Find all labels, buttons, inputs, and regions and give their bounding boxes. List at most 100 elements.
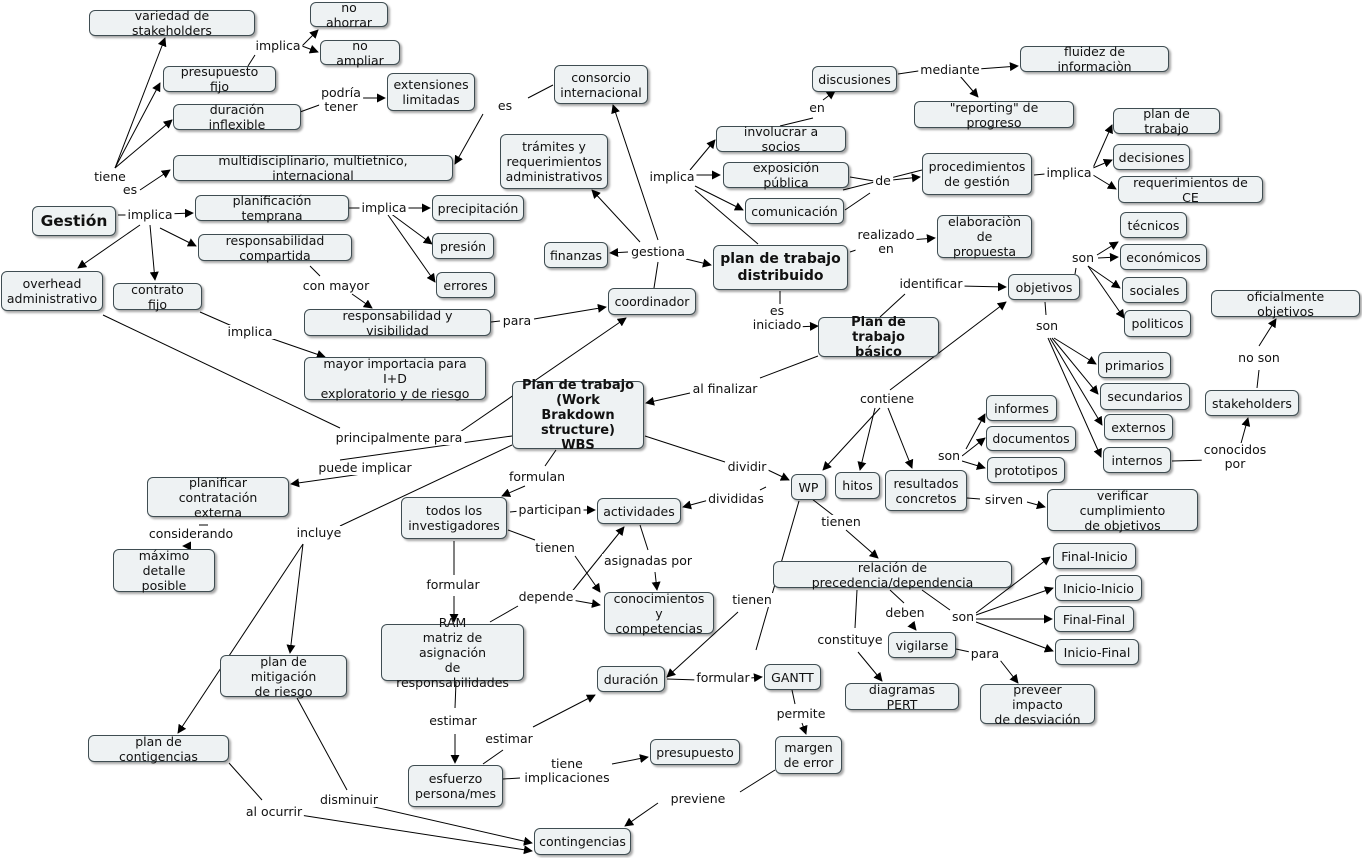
node-tramites[interactable]: trámites y requerimientos administrativo… bbox=[500, 134, 608, 189]
node-multidisciplinario[interactable]: multidisciplinario, multietnico, interna… bbox=[173, 153, 453, 183]
node-consorcio-internacional[interactable]: consorcio internacional bbox=[554, 65, 648, 104]
node-objetivos[interactable]: objetivos bbox=[1008, 274, 1080, 300]
connector-arrow bbox=[799, 722, 808, 735]
node-variedad-stakeholders[interactable]: variedad de stakeholders bbox=[89, 8, 255, 38]
node-elaboracion-propuesta[interactable]: elaboraciòn de propuesta bbox=[937, 214, 1032, 259]
connector-line bbox=[879, 293, 906, 318]
node-requerimientos-ce[interactable]: requerimientos de CE bbox=[1118, 175, 1263, 205]
node-secundarios[interactable]: secundarios bbox=[1100, 383, 1190, 410]
connector-line bbox=[102, 314, 341, 429]
node-presupuesto[interactable]: presupuesto bbox=[650, 739, 740, 765]
connector-arrow bbox=[1092, 158, 1113, 169]
node-relacion-precedencia[interactable]: relación de precedencia/dependencia bbox=[773, 560, 1012, 590]
node-comunicacion[interactable]: comunicación bbox=[745, 198, 844, 224]
node-final-inicio[interactable]: Final-Inicio bbox=[1053, 543, 1136, 569]
connector-arrow bbox=[177, 543, 304, 734]
node-presion[interactable]: presión bbox=[432, 233, 494, 259]
node-errores[interactable]: errores bbox=[436, 272, 495, 298]
node-inicio-inicio[interactable]: Inicio-Inicio bbox=[1055, 575, 1142, 601]
node-internos[interactable]: internos bbox=[1103, 447, 1171, 473]
connector-arrow bbox=[351, 293, 373, 309]
node-no-ampliar[interactable]: no ampliar bbox=[320, 38, 400, 68]
connector-line bbox=[1044, 301, 1047, 316]
node-procedimientos-gestion[interactable]: procedimientos de gestión bbox=[922, 153, 1032, 195]
connector-arrow bbox=[822, 407, 881, 471]
node-prototipos[interactable]: prototipos bbox=[987, 457, 1065, 483]
connector-arrow bbox=[975, 586, 1054, 616]
node-fluidez-informacion[interactable]: fluidez de informaciòn bbox=[1020, 44, 1169, 74]
node-contrato-fijo[interactable]: contrato fijo bbox=[113, 282, 202, 312]
node-mayor-importancia[interactable]: mayor importacia para I+D exploratorio y… bbox=[304, 356, 486, 401]
node-ram[interactable]: RAM matriz de asignación de responsabili… bbox=[381, 615, 524, 690]
node-margen-error[interactable]: margen de error bbox=[775, 736, 842, 774]
connector-arrow bbox=[114, 37, 167, 169]
connector-arrow bbox=[389, 212, 433, 245]
node-conocimientos-competencias[interactable]: conocimientos y competencias bbox=[604, 591, 714, 636]
label-para: para bbox=[500, 313, 534, 328]
node-presupuesto-fijo[interactable]: presupuesto fijo bbox=[163, 64, 276, 94]
node-extensiones-limitadas[interactable]: extensiones limitadas bbox=[387, 73, 475, 111]
label-depende: depende bbox=[516, 589, 576, 604]
node-economicos[interactable]: económicos bbox=[1120, 244, 1207, 270]
node-plan-trabajo-basico[interactable]: Plan de trabajo básico bbox=[818, 315, 939, 360]
node-involucrar-socios[interactable]: involucrar a socios bbox=[716, 124, 846, 154]
node-externos[interactable]: externos bbox=[1104, 414, 1173, 440]
node-responsabilidad-compartida[interactable]: responsabilidad compartida bbox=[198, 233, 352, 263]
connector-line bbox=[1256, 369, 1260, 389]
connector-line bbox=[507, 529, 536, 541]
node-esfuerzo-persona-mes[interactable]: esfuerzo persona/mes bbox=[408, 765, 503, 807]
node-coordinador[interactable]: coordinador bbox=[608, 288, 696, 315]
connector-arrow bbox=[569, 526, 625, 595]
node-stakeholders[interactable]: stakeholders bbox=[1205, 390, 1299, 416]
node-final-final[interactable]: Final-Final bbox=[1054, 606, 1134, 632]
node-planificar-contratacion[interactable]: planificar contratación externa bbox=[147, 475, 289, 520]
node-diagramas-pert[interactable]: diagramas PERT bbox=[845, 682, 959, 712]
node-contingencias[interactable]: contingencias bbox=[534, 828, 631, 855]
node-hitos[interactable]: hitos bbox=[835, 472, 880, 499]
node-gestion[interactable]: Gestión bbox=[32, 206, 116, 236]
node-verificar-cumplimiento[interactable]: verificar cumplimiento de objetivos bbox=[1047, 488, 1198, 533]
node-sociales[interactable]: sociales bbox=[1122, 277, 1187, 303]
connector-arrow bbox=[959, 282, 1007, 292]
node-exposicion-publica[interactable]: exposición pública bbox=[723, 160, 849, 190]
node-documentos[interactable]: documentos bbox=[986, 426, 1076, 451]
node-maximo-detalle[interactable]: máximo detalle posible bbox=[113, 548, 215, 593]
node-oficialmente-objetivos[interactable]: oficialmente objetivos bbox=[1211, 289, 1360, 319]
node-primarios[interactable]: primarios bbox=[1098, 352, 1171, 378]
node-discusiones[interactable]: discusiones bbox=[812, 66, 897, 92]
node-duracion[interactable]: duración bbox=[597, 666, 665, 692]
node-planificacion-temprana[interactable]: planificación temprana bbox=[195, 193, 349, 223]
node-responsabilidad-visibilidad[interactable]: responsabilidad y visibilidad bbox=[304, 308, 491, 338]
node-finanzas[interactable]: finanzas bbox=[544, 242, 608, 268]
node-preveer-impacto[interactable]: preveer impacto de desviación bbox=[980, 682, 1095, 727]
node-resultados-concretos[interactable]: resultados concretos bbox=[885, 470, 967, 511]
node-tecnicos[interactable]: técnicos bbox=[1120, 212, 1187, 238]
node-duracion-inflexible[interactable]: duración inflexible bbox=[173, 102, 301, 132]
node-wp[interactable]: WP bbox=[791, 474, 826, 500]
node-precipitacion[interactable]: precipitación bbox=[432, 195, 524, 221]
node-plan-de-trabajo[interactable]: plan de trabajo bbox=[1113, 106, 1220, 136]
node-plan-contingencias[interactable]: plan de contigencias bbox=[88, 734, 229, 764]
connector-arrow bbox=[977, 62, 1019, 72]
connector-line bbox=[339, 444, 513, 527]
node-actividades[interactable]: actividades bbox=[597, 498, 681, 524]
node-plan-trabajo-distribuido[interactable]: plan de trabajo distribuido bbox=[713, 245, 848, 290]
node-decisiones[interactable]: decisiones bbox=[1113, 144, 1190, 170]
node-vigilarse[interactable]: vigilarse bbox=[888, 632, 956, 658]
label-gestiona: gestiona bbox=[629, 244, 687, 259]
node-informes[interactable]: informes bbox=[986, 395, 1057, 421]
connector-arrow bbox=[571, 599, 601, 609]
node-gantt[interactable]: GANTT bbox=[764, 664, 821, 690]
node-plan-mitigacion[interactable]: plan de mitigación de riesgo bbox=[220, 654, 347, 699]
label-es: es bbox=[120, 182, 140, 197]
node-no-ahorrar[interactable]: no ahorrar bbox=[310, 0, 388, 30]
node-todos-investigadores[interactable]: todos los investigadores bbox=[401, 497, 507, 539]
node-inicio-final[interactable]: Inicio-Final bbox=[1055, 639, 1139, 665]
node-reporting-progreso[interactable]: "reporting" de progreso bbox=[914, 100, 1074, 130]
connector-arrow bbox=[139, 169, 171, 191]
node-overhead-administrativo[interactable]: overhead administrativo bbox=[1, 271, 103, 311]
node-wbs[interactable]: Plan de trabajo (Work Brakdown structure… bbox=[512, 378, 644, 453]
node-politicos[interactable]: politicos bbox=[1124, 310, 1191, 337]
label-para: para bbox=[968, 646, 1002, 661]
connector-arrow bbox=[822, 90, 836, 101]
